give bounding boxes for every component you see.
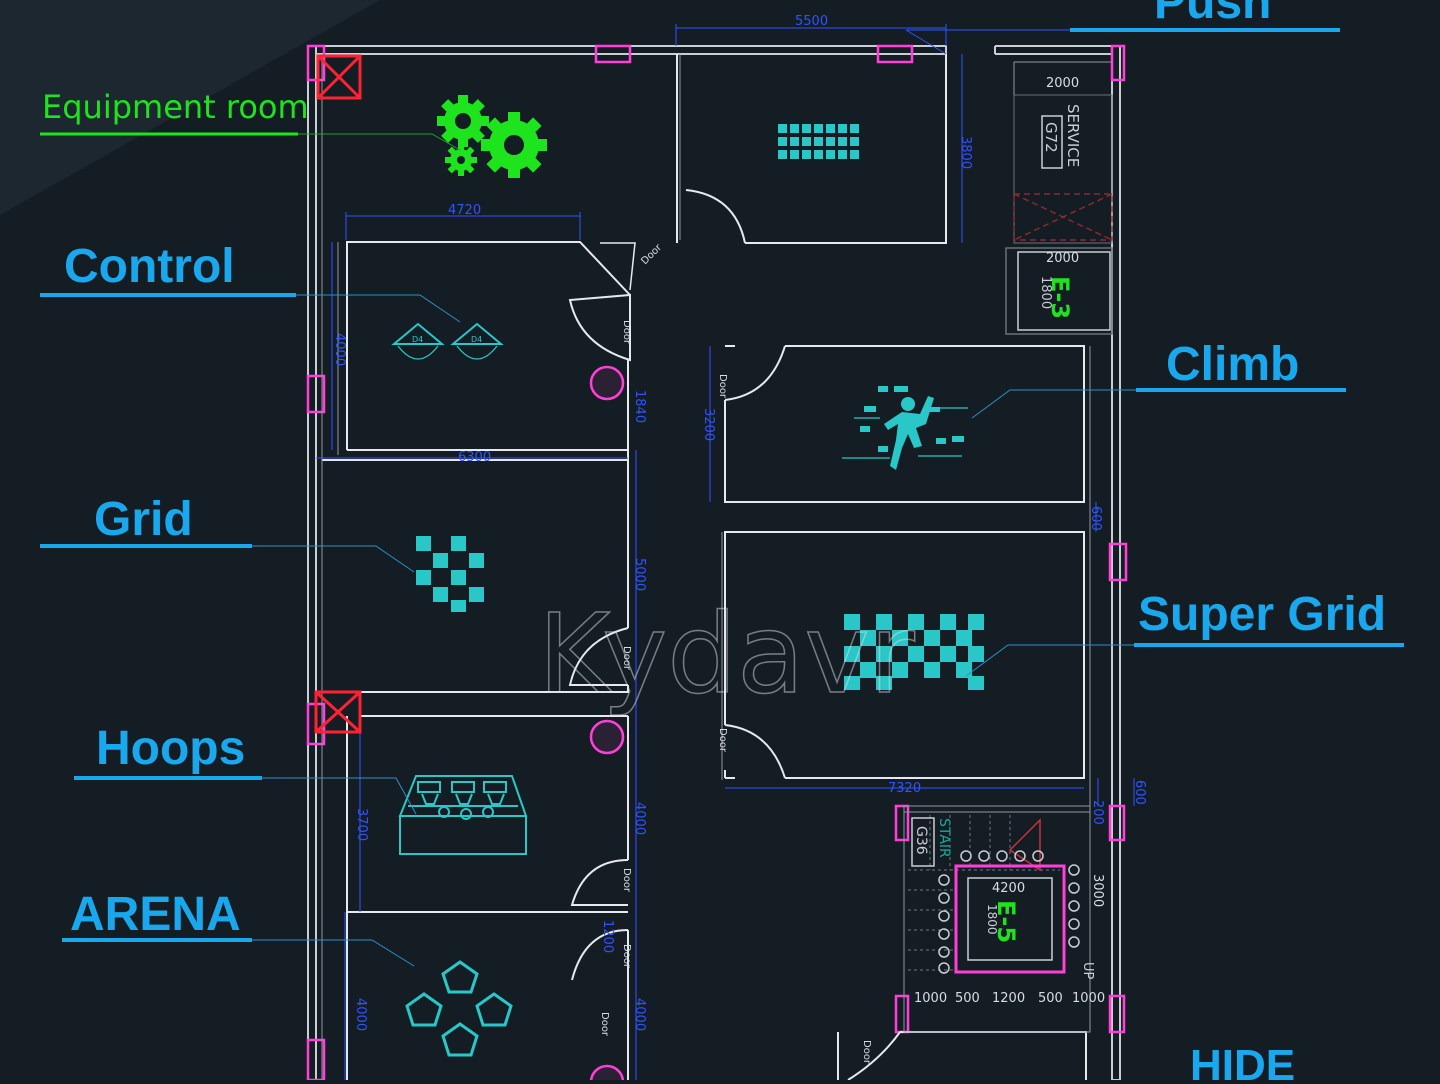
dim-3800: 3800 xyxy=(958,136,973,169)
dim-4000-d: 4000 xyxy=(353,998,368,1031)
g36-tag: G36 xyxy=(913,826,929,855)
pixel-display-icon xyxy=(778,124,859,159)
fire-extinguisher-icon-2 xyxy=(314,690,362,734)
dim-600-b: 600 xyxy=(1132,780,1147,805)
stair-dim-1000-b: 1000 xyxy=(1072,991,1105,1006)
dim-service-2000-b: 2000 xyxy=(1046,251,1079,266)
secondary-lines xyxy=(321,54,1091,1080)
e5-tag: E-5 xyxy=(992,900,1020,943)
door-label: Door xyxy=(621,868,632,893)
dim-e5-1800: 1800 xyxy=(985,904,999,935)
dimension-texts: 5500 4720 3800 4000 1840 6300 3200 600 5… xyxy=(332,14,1147,1031)
dim-5500: 5500 xyxy=(795,14,828,29)
stair-dim-1000: 1000 xyxy=(914,991,947,1006)
label-push: Push xyxy=(1154,0,1271,29)
label-equipment-room: Equipment room xyxy=(42,88,309,126)
door-label: Door xyxy=(639,242,664,267)
stair-dim-500-b: 500 xyxy=(1038,991,1063,1006)
label-arena: ARENA xyxy=(70,888,241,941)
dim-600: 600 xyxy=(1088,506,1103,531)
fire-extinguisher-icon xyxy=(316,54,362,100)
door-label: Door xyxy=(621,646,632,671)
dim-3000: 3000 xyxy=(1090,874,1105,907)
label-hoops: Hoops xyxy=(96,722,245,775)
dim-3200: 3200 xyxy=(701,408,716,441)
dim-7320: 7320 xyxy=(888,781,921,796)
dim-6300: 6300 xyxy=(458,450,491,465)
door-label: Door xyxy=(717,374,728,399)
dimension-lines xyxy=(316,24,1340,1080)
watermark: Kydavr xyxy=(538,590,916,718)
d4-tag: D4 xyxy=(412,335,423,344)
e3-tag: E-3 xyxy=(1046,276,1074,319)
dim-1840: 1840 xyxy=(632,390,647,423)
dim-1200: 1200 xyxy=(600,920,615,953)
dim-e3-1800: 1800 xyxy=(1038,276,1053,309)
dim-4000-b: 4000 xyxy=(632,802,647,835)
dim-4000: 4000 xyxy=(332,333,347,366)
stair-dim-1200: 1200 xyxy=(992,991,1025,1006)
arena-pentagons-icon xyxy=(405,960,513,1057)
door-swings xyxy=(568,189,901,1081)
label-climb: Climb xyxy=(1166,338,1299,391)
dim-e5-4200: 4200 xyxy=(992,881,1025,896)
door-label: Door xyxy=(599,1012,610,1037)
dim-4720: 4720 xyxy=(448,203,481,218)
door-label: Door xyxy=(861,1040,872,1065)
service-tag: SERVICE xyxy=(1064,104,1082,167)
control-lamp-icon: D4 D4 xyxy=(391,322,504,360)
stair-dim-500: 500 xyxy=(955,991,980,1006)
door-label: Door xyxy=(621,944,632,969)
grid-checker-icon xyxy=(416,536,484,612)
d4-tag-2: D4 xyxy=(471,335,482,344)
hoops-icon xyxy=(398,775,528,855)
door-label: Door xyxy=(621,320,632,345)
service-area: 2000 SERVICE G72 2000 E-3 1800 xyxy=(1005,61,1113,335)
g72-tag: G72 xyxy=(1042,122,1060,153)
background-sheen xyxy=(0,0,380,215)
dim-4000-c: 4000 xyxy=(632,998,647,1031)
dim-service-2000: 2000 xyxy=(1046,76,1079,91)
room-labels: Equipment room Control Grid Hoops ARENA … xyxy=(40,0,1404,1084)
dim-200: 200 xyxy=(1090,800,1105,825)
wall-columns xyxy=(306,44,1128,1082)
label-hide: HIDE xyxy=(1190,1041,1295,1080)
interior-walls xyxy=(322,54,1087,1080)
door-label: Door xyxy=(717,728,728,753)
label-grid: Grid xyxy=(94,493,193,546)
up-tag: UP xyxy=(1080,962,1095,980)
super-grid-checker-icon xyxy=(844,614,984,690)
climber-icon xyxy=(842,386,968,470)
stair-area: G36 STAIR 4200 E-5 1800 UP 200 3000 1000… xyxy=(903,800,1105,1033)
gears-icon xyxy=(437,95,547,178)
leader-lines xyxy=(252,133,1136,967)
dim-5000: 5000 xyxy=(632,558,647,591)
stair-tag: STAIR xyxy=(936,818,952,858)
label-control: Control xyxy=(64,240,235,293)
pillar-icon xyxy=(589,365,625,1084)
label-super-grid: Super Grid xyxy=(1138,588,1386,641)
dim-3700: 3700 xyxy=(354,808,369,841)
